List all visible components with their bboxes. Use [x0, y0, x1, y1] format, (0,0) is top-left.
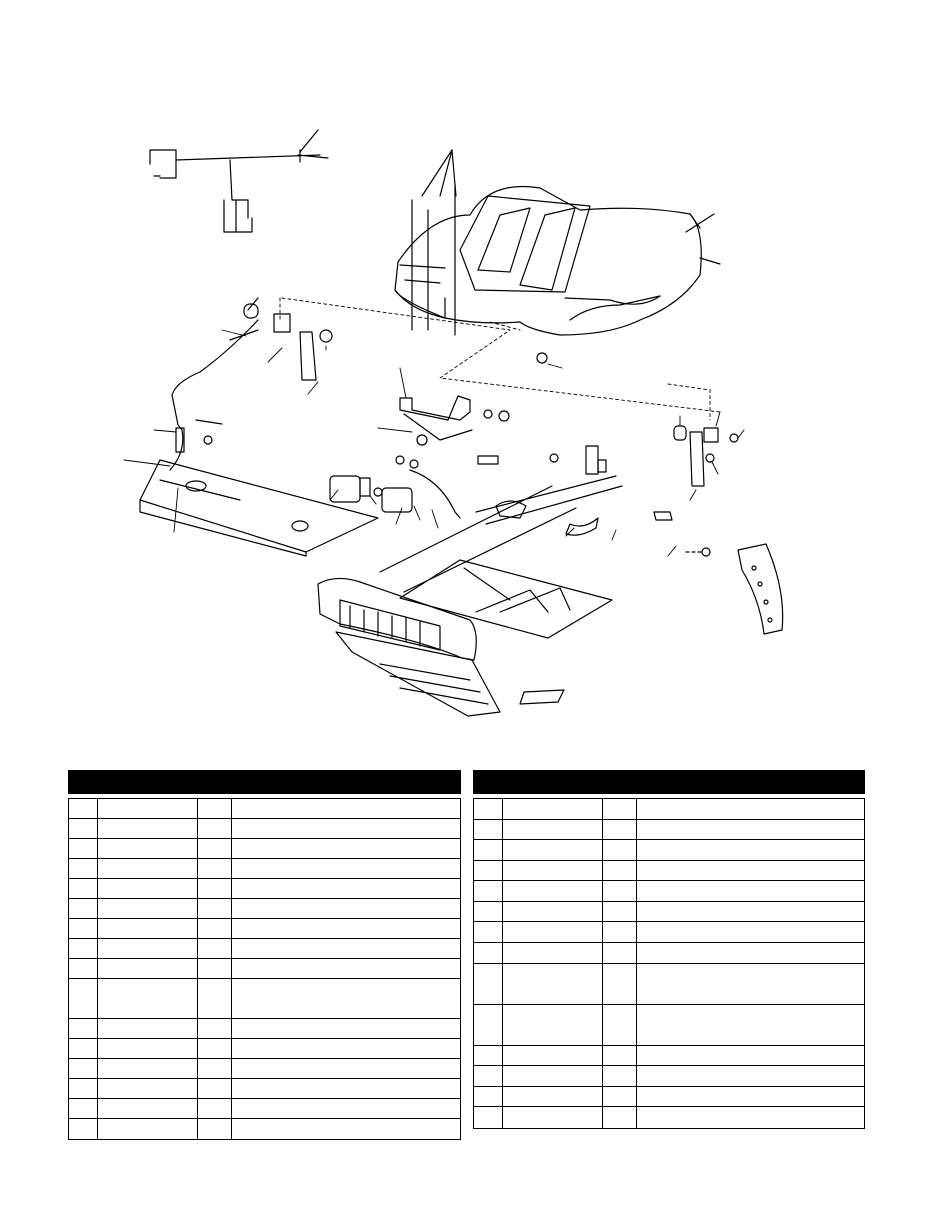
parts-table-right: [473, 798, 865, 1129]
wire-harness: [149, 129, 329, 233]
table-row: [474, 1107, 864, 1128]
table-row: [69, 1079, 460, 1099]
table-row: [474, 861, 864, 882]
table-row: [474, 1087, 864, 1108]
leader-lines: [279, 297, 721, 421]
table-row: [69, 939, 460, 959]
table-row: [69, 819, 460, 839]
table-row: [474, 922, 864, 943]
floor-plate: [399, 559, 613, 639]
frame-rails: [379, 445, 623, 593]
table-left-title: [68, 775, 76, 789]
table-row: [474, 964, 864, 1005]
exploded-parts-diagram: [123, 129, 784, 717]
table-row: [474, 902, 864, 923]
table-row: [474, 1005, 864, 1046]
table-row: [474, 1066, 864, 1087]
table-row: [69, 1099, 460, 1119]
table-row: [69, 879, 460, 899]
table-row: [69, 899, 460, 919]
lamp-units: [329, 469, 461, 519]
table-right-title: [473, 775, 481, 789]
table-row: [69, 1119, 460, 1139]
table-row: [474, 820, 864, 841]
table-row: [474, 840, 864, 861]
table-row: [69, 959, 460, 979]
table-row: [69, 859, 460, 879]
parts-table-left: [68, 798, 461, 1140]
table-row: [69, 1039, 460, 1059]
parts-table-right-header: [473, 770, 865, 794]
center-bracket: [395, 352, 559, 469]
table-row: [474, 1046, 864, 1067]
table-row: [69, 919, 460, 939]
table-row: [69, 1019, 460, 1039]
parts-table-left-header: [68, 770, 461, 794]
front-grille: [317, 577, 571, 717]
right-latch-assembly: [653, 425, 739, 521]
table-row: [474, 881, 864, 902]
table-row: [69, 839, 460, 859]
table-row: [474, 799, 864, 820]
table-row: [69, 1059, 460, 1079]
table-row: [474, 943, 864, 964]
hood: [394, 149, 721, 336]
left-latch-assembly: [169, 297, 333, 471]
table-row: [69, 799, 460, 819]
right-fender: [685, 543, 784, 635]
left-panel: [139, 459, 379, 557]
callout-lines: [123, 329, 745, 557]
table-row: [69, 979, 460, 1019]
